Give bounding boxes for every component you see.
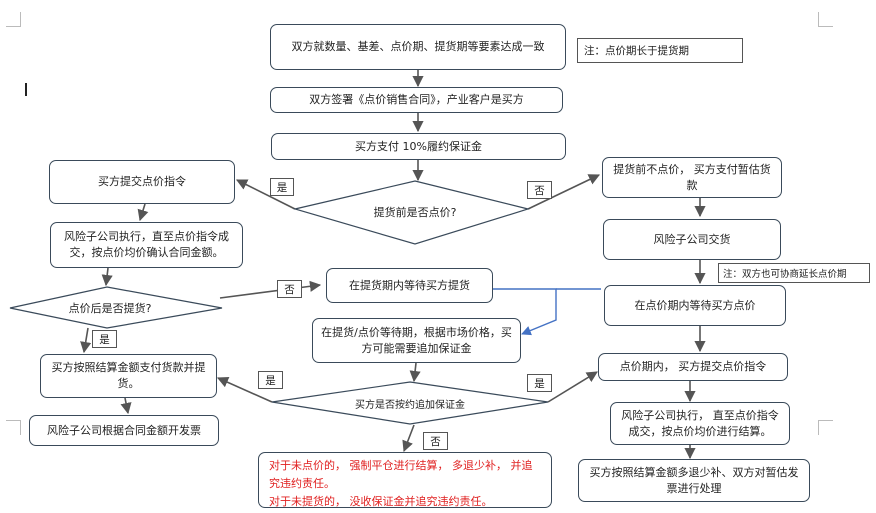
step-wait-pickup: 在提货期内等待买方提货 <box>326 268 493 303</box>
diamond-d3 <box>271 381 549 425</box>
step-sign-contract: 双方签署《点价销售合同》，产业客户是买方 <box>270 87 563 113</box>
step-default-handling: 对于未点价的， 强制平仓进行结算， 多退少补， 并追究违约责任。 对于未提货的，… <box>258 452 552 508</box>
step-execute-confirm-amount: 风险子公司执行，直至点价指令成交，按点价均价确认合同金额。 <box>50 222 243 268</box>
arrow-d3-yes-right <box>547 371 598 403</box>
default-unpriced-text: 对于未点价的， 强制平仓进行结算， 多退少补， 并追究违约责任。 <box>269 459 533 490</box>
arrow-l3-l4 <box>120 397 132 415</box>
step-wait-pricing: 在点价期内等待买方点价 <box>604 285 786 326</box>
step-submit-price-in-period: 点价期内， 买方提交点价指令 <box>598 353 788 381</box>
arrow-blue-connector <box>493 288 557 336</box>
arrow-c2-d3 <box>409 362 421 383</box>
step-margin-call: 在提货/点价等待期，根据市场价格，买方可能需要追加保证金 <box>312 318 521 363</box>
decision-margin-paid: 买方是否按约追加保证金 <box>355 400 465 411</box>
step-execute-settle: 风险子公司执行， 直至点价指令成交，按点价均价进行结算。 <box>610 402 790 445</box>
arrow-d3-no <box>402 424 415 453</box>
label-yes: 是 <box>270 178 294 196</box>
note-extend-period: 注：双方也可协商延长点价期 <box>718 263 870 283</box>
label-no: 否 <box>527 181 552 199</box>
label-yes: 是 <box>92 330 117 348</box>
step-pay-and-pickup: 买方按照结算金额支付货款并提货。 <box>40 354 217 398</box>
arrow-d1-no <box>527 174 601 210</box>
step-issue-invoice: 风险子公司根据合同金额开发票 <box>29 415 219 446</box>
default-unpicked-text: 对于未提货的， 没收保证金并追究违约责任。 <box>269 495 493 508</box>
label-no: 否 <box>277 280 302 298</box>
page-corner-mark <box>6 12 21 27</box>
step-pay-deposit: 买方支付 10%履约保证金 <box>271 133 566 160</box>
arrow-l2-d2 <box>101 267 113 287</box>
step-submit-price-order: 买方提交点价指令 <box>49 160 235 204</box>
decision-pickup-after-price: 点价后是否提货? <box>68 302 152 315</box>
page-corner-mark <box>818 12 833 27</box>
arrow-d2-yes <box>80 327 92 354</box>
label-yes: 是 <box>258 371 283 389</box>
step-estimated-payment: 提货前不点价， 买方支付暂估货款 <box>602 157 782 198</box>
step-deliver-goods: 风险子公司交货 <box>603 219 781 260</box>
arrow-d2-no <box>219 280 322 299</box>
label-yes: 是 <box>527 374 552 392</box>
note-period: 注：点价期长于提货期 <box>577 38 743 63</box>
decision-price-before-pickup: 提货前是否点价? <box>373 206 457 219</box>
step-agree-terms: 双方就数量、基差、点价期、提货期等要素达成一致 <box>270 24 566 70</box>
text-cursor <box>25 83 27 96</box>
label-no: 否 <box>423 432 448 450</box>
diamond-d1 <box>292 180 531 245</box>
arrow-d3-yes-left <box>216 376 273 403</box>
arrow-l1-l2 <box>137 203 149 222</box>
arrow-d1-yes <box>235 179 296 210</box>
step-settle-invoice: 买方按照结算金额多退少补、双方对暂估发票进行处理 <box>578 459 810 502</box>
page-corner-mark <box>818 420 833 435</box>
diamond-d2 <box>9 286 223 329</box>
page-corner-mark <box>6 420 21 435</box>
